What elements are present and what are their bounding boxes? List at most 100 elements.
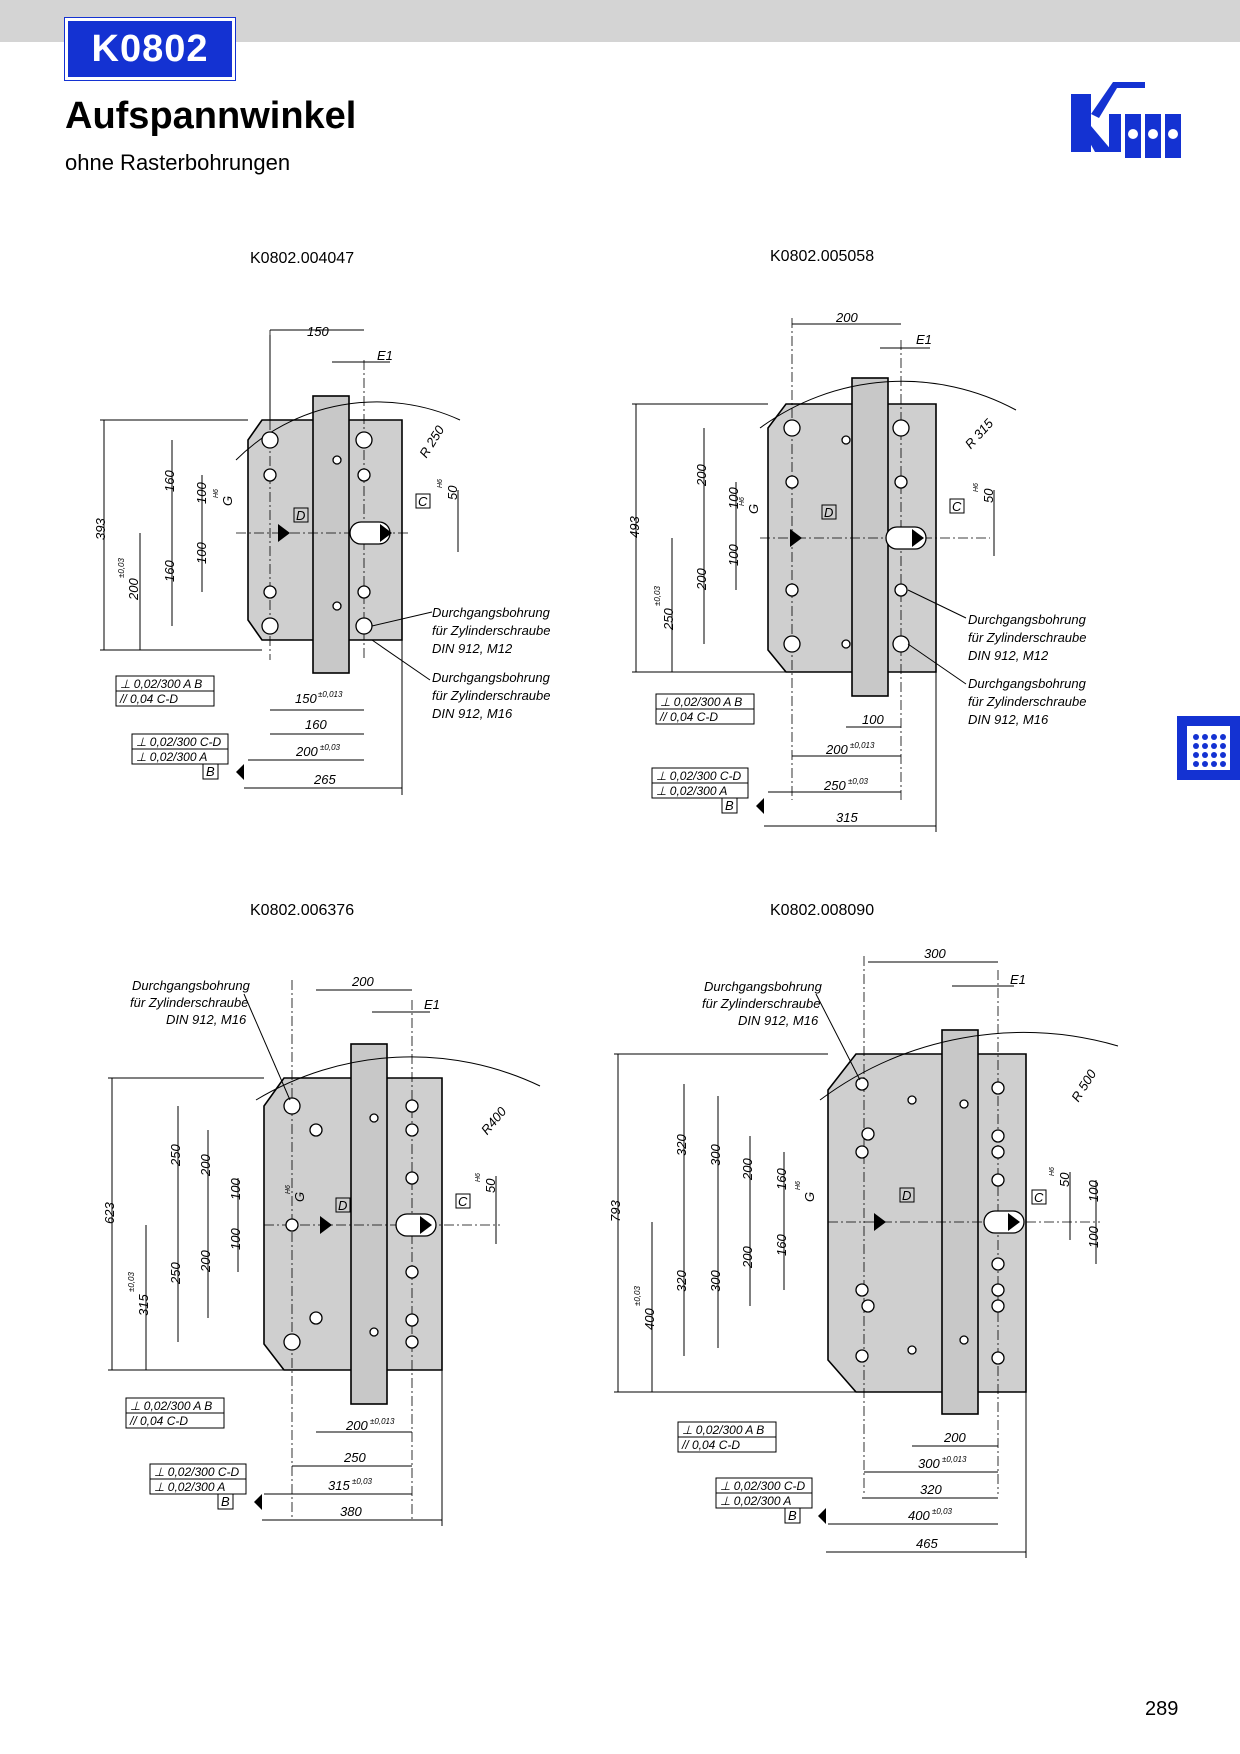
tolerance-1: ⊥ 0,02/300 A B xyxy=(130,1399,212,1413)
kipp-logo xyxy=(1071,82,1181,158)
dim-h3: 100 xyxy=(726,487,741,509)
label-e1: E1 xyxy=(377,348,393,363)
bolt-m16-line2: für Zylinderschraube xyxy=(702,996,821,1011)
datum-c: C xyxy=(458,1194,468,1209)
bolt-m16-line1: Durchgangsbohrung xyxy=(704,979,823,994)
dim-b1: 200 xyxy=(943,1430,966,1445)
dim-slot: 50 xyxy=(981,488,996,503)
dim-g-tol: H6 xyxy=(795,1181,802,1190)
dim-b2-tol: ±0,013 xyxy=(942,1455,967,1464)
drawing-k0802-004047: 150 E1 R 250 393 200 ±0,03 160 160 100 1… xyxy=(93,324,551,795)
datum-b: B xyxy=(725,798,734,813)
dim-h4: 300 xyxy=(708,1270,723,1292)
datum-d: D xyxy=(296,508,305,523)
bolt-m16-line1: Durchgangsbohrung xyxy=(968,676,1087,691)
tolerance-4: ⊥ 0,02/300 A xyxy=(720,1494,791,1508)
dim-h3: 200 xyxy=(198,1154,213,1177)
dim-radius: R400 xyxy=(478,1103,510,1137)
dim-h2: 250 xyxy=(168,1262,183,1285)
page-number: 289 xyxy=(1145,1698,1179,1720)
dim-lower-tol: ±0,03 xyxy=(127,1271,136,1292)
dim-g: G xyxy=(292,1192,307,1202)
datum-b: B xyxy=(221,1494,230,1509)
bolt-m16-line2: für Zylinderschraube xyxy=(968,694,1087,709)
dim-h6: 100 xyxy=(228,1228,243,1250)
tolerance-2: // 0,04 C-D xyxy=(129,1414,188,1428)
product-code-badge: K0802 xyxy=(65,18,235,80)
dim-b3-tol: ±0,03 xyxy=(320,743,341,752)
tolerance-1: ⊥ 0,02/300 A B xyxy=(660,695,742,709)
datum-c: C xyxy=(1034,1190,1044,1205)
dim-h2: 200 xyxy=(694,568,709,591)
dim-b3: 320 xyxy=(920,1482,942,1497)
bolt-m16-line2: für Zylinderschraube xyxy=(130,995,249,1010)
tolerance-4: ⊥ 0,02/300 A xyxy=(136,750,207,764)
dim-height: 623 xyxy=(102,1202,117,1224)
datum-b: B xyxy=(788,1508,797,1523)
dim-h3: 100 xyxy=(194,482,209,504)
dim-slot: 50 xyxy=(483,1178,498,1193)
dim-g: G xyxy=(802,1192,817,1202)
part-number-4: K0802.008090 xyxy=(770,902,875,919)
dim-h1: 200 xyxy=(694,464,709,487)
dim-b3-tol: ±0,03 xyxy=(848,777,869,786)
dim-top-width: 300 xyxy=(924,946,946,961)
dim-h4: 200 xyxy=(198,1250,213,1273)
bolt-m16-line1: Durchgangsbohrung xyxy=(432,670,551,685)
dim-b4: 265 xyxy=(313,772,336,787)
bolt-m16-line1: Durchgangsbohrung xyxy=(132,978,251,993)
dim-radius: R 315 xyxy=(962,415,997,451)
grid-holes-icon xyxy=(1187,726,1230,770)
dim-top-width: 200 xyxy=(835,310,858,325)
datum-d: D xyxy=(338,1198,347,1213)
bolt-m16-line3: DIN 912, M16 xyxy=(968,712,1049,727)
tolerance-3: ⊥ 0,02/300 C-D xyxy=(154,1465,239,1479)
bolt-m12-line2: für Zylinderschraube xyxy=(968,630,1087,645)
dim-top-width: 200 xyxy=(351,974,374,989)
dim-h2: 320 xyxy=(674,1270,689,1292)
dim-g-tol: H6 xyxy=(213,489,220,498)
dim-r1: 100 xyxy=(1086,1180,1101,1202)
dim-slot-tol: H6 xyxy=(973,483,980,492)
dim-radius: R 250 xyxy=(416,422,448,460)
tolerance-2: // 0,04 C-D xyxy=(119,692,178,706)
dim-b1-tol: ±0,013 xyxy=(370,1417,395,1426)
bolt-m16-line2: für Zylinderschraube xyxy=(432,688,551,703)
dim-h1: 160 xyxy=(162,470,177,492)
dim-h8: 160 xyxy=(774,1234,789,1256)
dim-lower: 400 xyxy=(642,1308,657,1330)
dim-b4: 400 xyxy=(908,1508,930,1523)
dim-b2: 250 xyxy=(343,1450,366,1465)
category-tab[interactable] xyxy=(1177,716,1240,780)
dim-lower: 250 xyxy=(661,608,676,631)
tolerance-3: ⊥ 0,02/300 C-D xyxy=(136,735,221,749)
dim-b2: 200 xyxy=(825,742,848,757)
bolt-m16-line3: DIN 912, M16 xyxy=(166,1012,247,1027)
dim-h2: 160 xyxy=(162,560,177,582)
dim-b3-tol: ±0,03 xyxy=(352,1477,373,1486)
dim-slot-tol: H6 xyxy=(1049,1167,1056,1176)
dim-b2: 160 xyxy=(305,717,327,732)
part-number-3: K0802.006376 xyxy=(250,902,355,919)
label-e1: E1 xyxy=(1010,972,1026,987)
dim-h1: 250 xyxy=(168,1144,183,1167)
dim-b1: 200 xyxy=(345,1418,368,1433)
tolerance-1: ⊥ 0,02/300 A B xyxy=(682,1423,764,1437)
page-title: Aufspannwinkel xyxy=(65,95,357,137)
dim-slot-tol: H6 xyxy=(437,479,444,488)
bolt-m12-line1: Durchgangsbohrung xyxy=(968,612,1087,627)
dim-top-width: 150 xyxy=(307,324,329,339)
dim-h4: 100 xyxy=(194,542,209,564)
dim-h4: 100 xyxy=(726,544,741,566)
dim-h6: 200 xyxy=(740,1246,755,1269)
bolt-m16-line3: DIN 912, M16 xyxy=(738,1013,819,1028)
tolerance-2: // 0,04 C-D xyxy=(681,1438,740,1452)
dim-h5: 100 xyxy=(228,1178,243,1200)
part-number-1: K0802.004047 xyxy=(250,250,355,267)
dim-height: 393 xyxy=(93,518,108,540)
dim-g-tol: H6 xyxy=(285,1185,292,1194)
dim-b3: 200 xyxy=(295,744,318,759)
bolt-m16-line3: DIN 912, M16 xyxy=(432,706,513,721)
datum-c: C xyxy=(418,494,428,509)
dim-slot: 50 xyxy=(445,485,460,500)
